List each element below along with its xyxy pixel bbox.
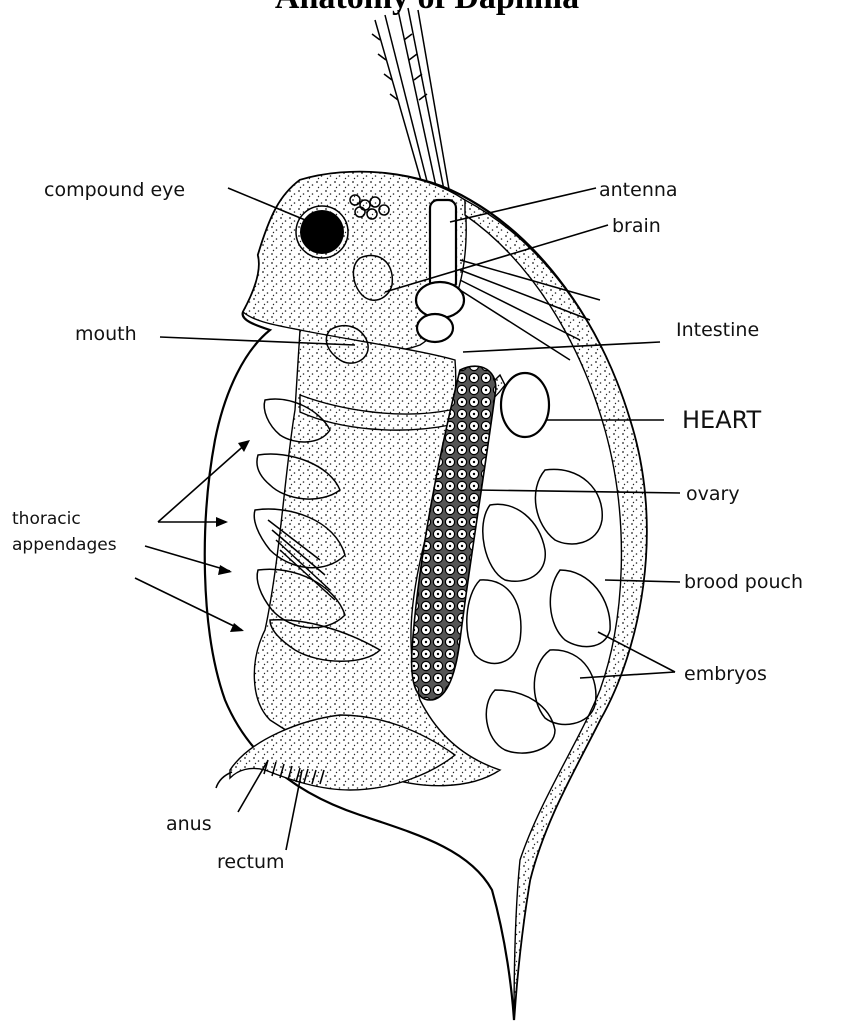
label-compound-eye: compound eye bbox=[44, 179, 185, 201]
label-rectum: rectum bbox=[217, 851, 285, 873]
heart-shape bbox=[501, 373, 549, 437]
label-heart: HEART bbox=[682, 406, 762, 434]
label-intestine: Intestine bbox=[676, 319, 759, 341]
diagram-title: Anatomy of Daphnia bbox=[275, 0, 579, 16]
label-brood-pouch: brood pouch bbox=[684, 571, 803, 593]
label-antenna: antenna bbox=[599, 179, 678, 201]
label-ovary: ovary bbox=[686, 483, 740, 505]
label-embryos: embryos bbox=[684, 663, 767, 685]
label-mouth: mouth bbox=[75, 323, 137, 345]
label-anus: anus bbox=[166, 813, 212, 835]
label-brain: brain bbox=[612, 215, 661, 237]
label-thoracic-1: thoracic bbox=[12, 509, 81, 529]
label-thoracic-2: appendages bbox=[12, 535, 117, 555]
compound-eye-shape bbox=[300, 210, 344, 254]
